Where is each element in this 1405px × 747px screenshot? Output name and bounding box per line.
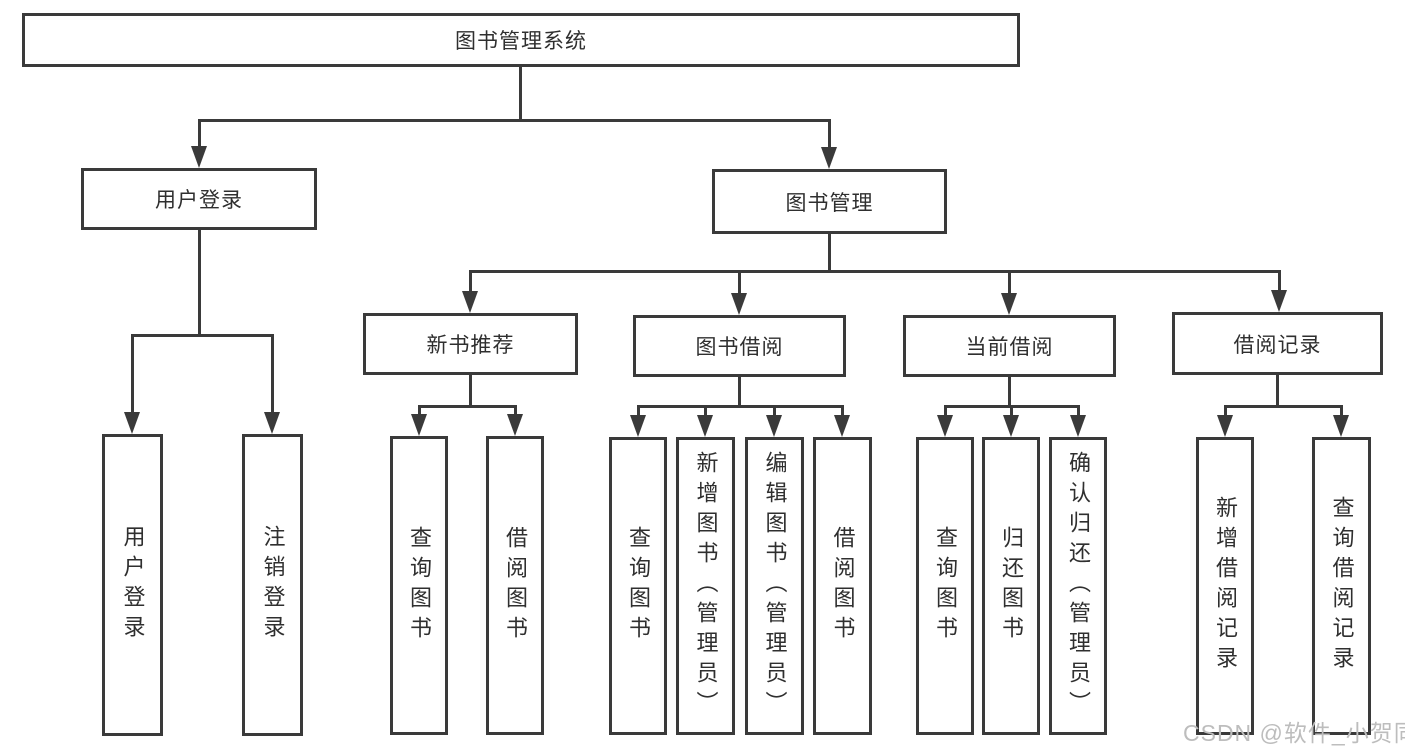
node-library-management-system: 图书管理系统 <box>22 13 1020 67</box>
leaf-label: 编辑图书（管理员） <box>762 451 788 721</box>
leaf-query-books-current: 查询图书 <box>916 437 974 735</box>
connector-line <box>841 405 844 417</box>
connector-line <box>1008 270 1011 295</box>
leaf-label: 查询图书 <box>407 525 432 646</box>
leaf-add-books-admin: 新增图书（管理员） <box>676 437 735 735</box>
node-label: 新书推荐 <box>426 334 515 357</box>
connector-line <box>828 119 831 151</box>
arrowhead-down-icon <box>697 415 713 437</box>
leaf-logout: 注销登录 <box>242 434 303 736</box>
arrowhead-down-icon <box>1217 415 1233 437</box>
connector-line <box>944 405 947 417</box>
leaf-label: 借阅图书 <box>830 526 856 646</box>
arrowhead-down-icon <box>821 147 837 169</box>
arrowhead-down-icon <box>124 412 140 434</box>
leaf-label: 归还图书 <box>999 526 1024 646</box>
connector-line <box>1077 405 1080 417</box>
leaf-user-login: 用户登录 <box>102 434 163 736</box>
arrowhead-down-icon <box>507 414 523 436</box>
node-current-borrowing: 当前借阅 <box>903 315 1116 377</box>
node-label: 图书借阅 <box>695 336 784 359</box>
arrowhead-down-icon <box>264 412 280 434</box>
arrowhead-down-icon <box>1271 290 1287 312</box>
node-borrowing-records: 借阅记录 <box>1172 312 1383 375</box>
arrowhead-down-icon <box>1333 415 1349 437</box>
connector-line <box>418 405 517 408</box>
watermark-text: CSDN @软件_小贺同学 <box>1183 720 1405 746</box>
node-label: 借阅记录 <box>1233 333 1322 357</box>
leaf-return-books: 归还图书 <box>982 437 1040 735</box>
connector-line <box>1010 405 1013 417</box>
leaf-query-books-borrowing: 查询图书 <box>609 437 667 735</box>
leaf-label: 查询借阅记录 <box>1329 496 1355 676</box>
arrowhead-down-icon <box>1070 415 1086 437</box>
connector-line <box>1224 405 1343 408</box>
arrowhead-down-icon <box>191 146 207 168</box>
connector-line <box>828 234 831 272</box>
connector-line <box>519 67 522 121</box>
connector-line <box>1340 405 1343 417</box>
arrowhead-down-icon <box>1001 293 1017 315</box>
connector-line <box>198 119 201 150</box>
arrowhead-down-icon <box>1003 415 1019 437</box>
arrowhead-down-icon <box>630 415 646 437</box>
leaf-label: 查询图书 <box>933 526 958 646</box>
connector-line <box>469 270 472 295</box>
connector-line <box>198 119 831 122</box>
arrowhead-down-icon <box>937 415 953 437</box>
node-book-borrowing: 图书借阅 <box>633 315 846 377</box>
node-label: 当前借阅 <box>965 336 1054 359</box>
node-book-management: 图书管理 <box>712 169 947 234</box>
connector-line <box>131 334 134 416</box>
node-label: 图书管理 <box>785 191 874 215</box>
leaf-borrow-books: 借阅图书 <box>813 437 872 735</box>
connector-line <box>637 405 640 417</box>
connector-line <box>738 270 741 295</box>
arrowhead-down-icon <box>766 415 782 437</box>
leaf-query-books-recommend: 查询图书 <box>390 436 448 735</box>
leaf-query-borrow-record: 查询借阅记录 <box>1312 437 1371 735</box>
leaf-label: 查询图书 <box>626 526 651 646</box>
connector-line <box>469 270 1281 273</box>
node-new-book-recommend: 新书推荐 <box>363 313 578 375</box>
connector-line <box>738 377 741 408</box>
connector-line <box>1008 377 1011 408</box>
leaf-label: 新增借阅记录 <box>1213 496 1238 676</box>
leaf-add-borrow-record: 新增借阅记录 <box>1196 437 1254 735</box>
node-label: 图书管理系统 <box>455 30 587 53</box>
connector-line <box>514 405 517 417</box>
leaf-label: 用户登录 <box>120 525 146 645</box>
connector-line <box>637 405 844 408</box>
leaf-edit-books-admin: 编辑图书（管理员） <box>745 437 804 735</box>
connector-line <box>1224 405 1227 417</box>
connector-line <box>198 230 201 337</box>
leaf-borrow-books-recommend: 借阅图书 <box>486 436 544 735</box>
node-user-login: 用户登录 <box>81 168 317 230</box>
connector-line <box>271 334 274 416</box>
connector-line <box>1276 375 1279 408</box>
leaf-label: 新增图书（管理员） <box>693 451 719 721</box>
connector-line <box>418 405 421 417</box>
connector-line <box>1278 270 1281 294</box>
leaf-label: 确认归还（管理员） <box>1066 451 1091 721</box>
node-label: 用户登录 <box>155 189 243 212</box>
leaf-label: 注销登录 <box>260 525 286 645</box>
arrowhead-down-icon <box>411 414 427 436</box>
connector-line <box>773 405 776 417</box>
arrowhead-down-icon <box>731 293 747 315</box>
arrowhead-down-icon <box>462 291 478 313</box>
leaf-label: 借阅图书 <box>503 525 528 646</box>
leaf-confirm-return-admin: 确认归还（管理员） <box>1049 437 1107 735</box>
connector-line <box>131 334 274 337</box>
connector-line <box>469 375 472 408</box>
arrowhead-down-icon <box>834 415 850 437</box>
connector-line <box>704 405 707 417</box>
